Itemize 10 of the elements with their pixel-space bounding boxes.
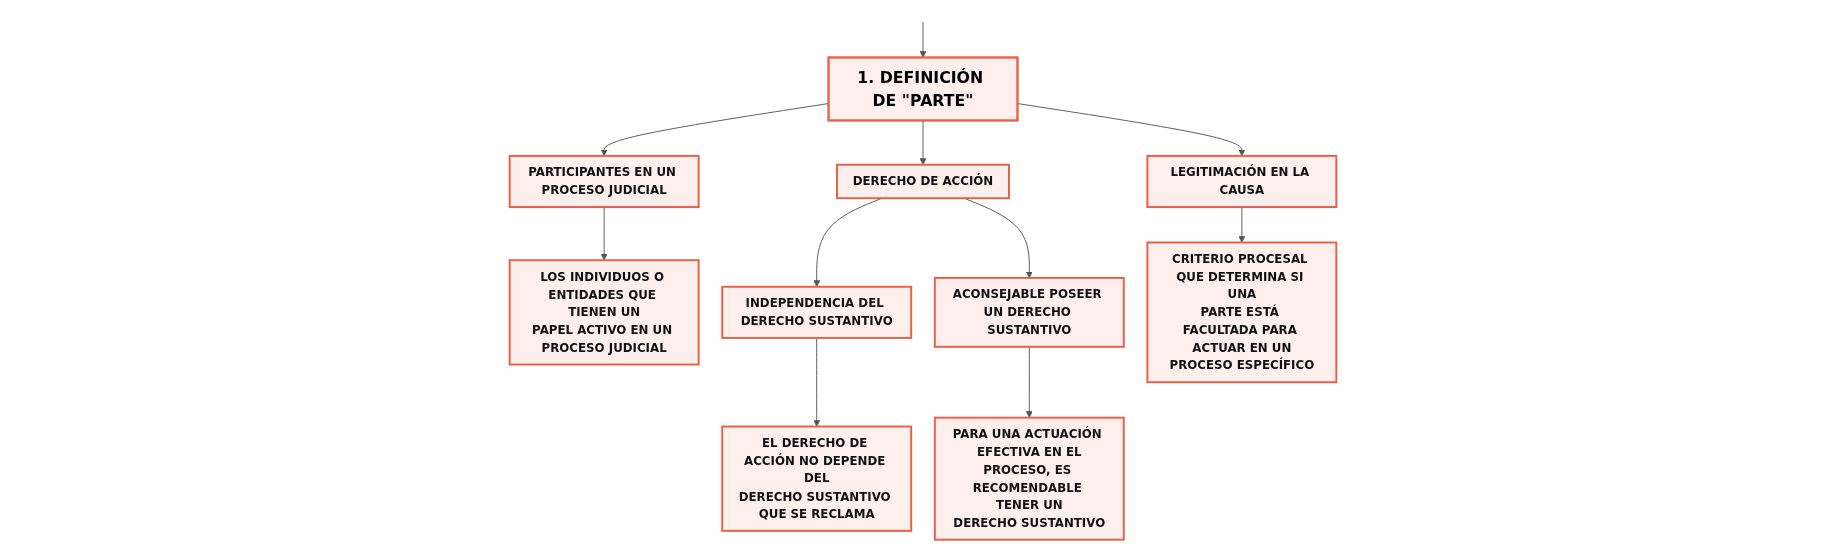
- node-box: INDEPENDENCIA DEL DERECHO SUSTANTIVO: [721, 285, 913, 339]
- node-box: EL DERECHO DE ACCIÓN NO DEPENDE DEL DERECHO SUSTANTIVO QUE SE RECLAMA: [721, 425, 913, 532]
- node-box: PARA UNA ACTUACIÓN EFECTIVA EN EL PROCESO, ES RECOMENDABLE TENER UN DERECHO SUSTANTIVO: [933, 416, 1125, 541]
- node-box: PARTICIPANTES EN UN PROCESO JUDICIAL: [508, 154, 700, 209]
- node-box: LEGITIMACIÓN EN LA CAUSA: [1146, 154, 1338, 209]
- node-box: LOS INDIVIDUOS O ENTIDADES QUE TIENEN UN PAPEL ACTIVO EN UN PROCESO JUDICIAL: [508, 259, 700, 366]
- node-box: 1. DEFINICIÓN DE "PARTE": [827, 56, 1019, 122]
- node-box: CRITERIO PROCESAL QUE DETERMINA SI UNA PARTE ESTÁ FACULTADA PARA ACTUAR EN UN PROCESO ESPECÍFICO: [1146, 241, 1338, 384]
- node-box: ACONSEJABLE POSEER UN DERECHO SUSTANTIVO: [933, 276, 1125, 348]
- node-box: DERECHO DE ACCIÓN: [836, 163, 1010, 200]
